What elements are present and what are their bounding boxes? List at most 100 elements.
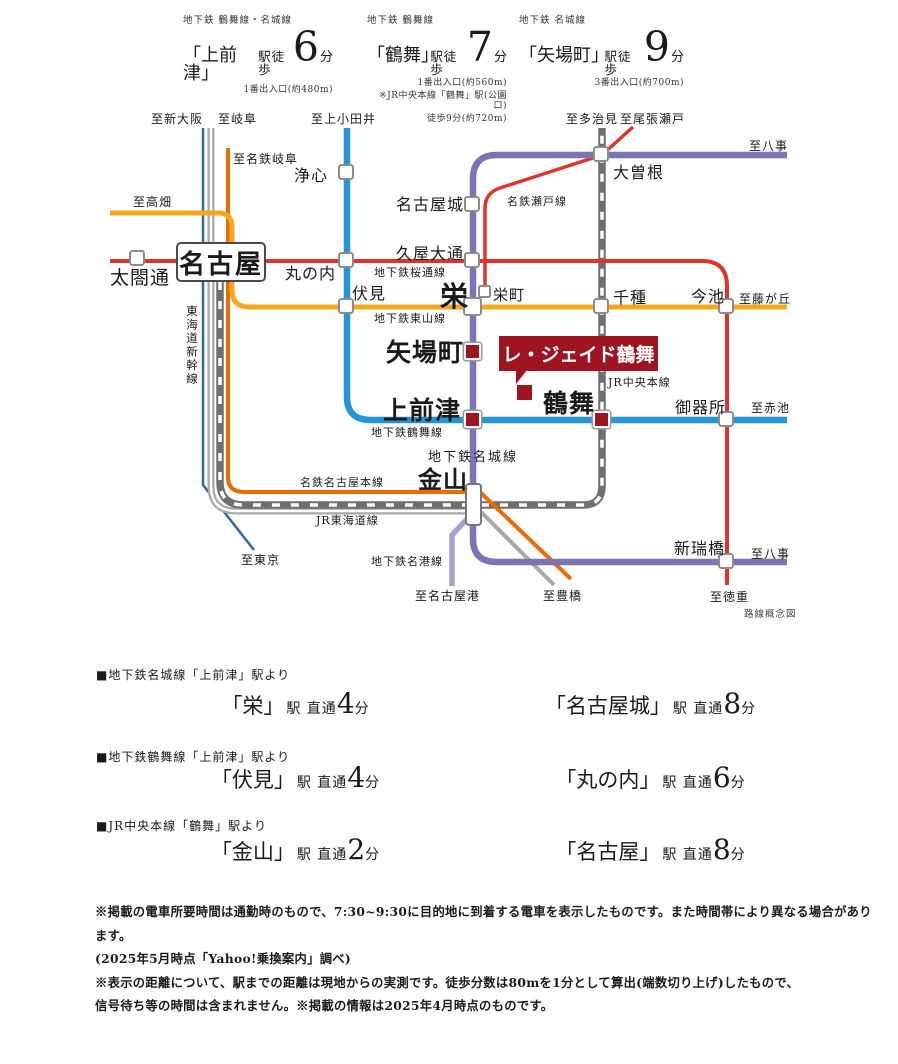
line-label-tokaido: JR東海道線	[316, 514, 379, 527]
footnote-line: ※掲載の電車所要時間は通勤時のもので、7:30~9:30に目的地に到着する電車を…	[95, 904, 872, 943]
commute-minutes: 8	[723, 687, 742, 720]
footnotes: ※掲載の電車所要時間は通勤時のもので、7:30~9:30に目的地に到着する電車を…	[95, 900, 880, 1018]
station-marker-aratamabashi	[718, 553, 734, 569]
station-label-marunouchi: 丸の内	[285, 264, 337, 283]
jr-tokaido-toyohashi	[479, 510, 556, 587]
station-marker-imaike	[718, 298, 734, 314]
commute-unit: 分	[365, 775, 380, 791]
commute-label: 駅 直通	[672, 701, 724, 717]
property-callout: レ・ジェイド鶴舞	[499, 336, 658, 371]
commute-unit: 分	[730, 847, 745, 863]
access-line-name: 地下鉄 鶴舞線・名城線	[183, 15, 293, 26]
station-marker-sakaemachi	[478, 285, 491, 298]
terminal-takabata: 至高畑	[133, 195, 173, 209]
station-marker-hisayaodori	[464, 252, 480, 268]
station-label-fushimi: 伏見	[352, 284, 387, 303]
station-marker-ozone	[593, 146, 609, 162]
access-station: 「鶴舞」	[367, 45, 439, 66]
access-block-tsurumai: 地下鉄 鶴舞線 「鶴舞」 駅徒歩 7 分 1番出入口(約560m) ※JR中央本…	[367, 12, 507, 124]
access-minutes-unit: 分	[493, 50, 507, 65]
station-marker-gokiso	[718, 411, 734, 427]
property-location-marker	[517, 385, 532, 400]
commute-label: 駅 直通	[296, 775, 348, 791]
footnote-line: (2025年5月時点「Yahoo!乗換案内」調べ)	[95, 951, 352, 966]
terminal-gifu: 至岐阜	[218, 112, 258, 126]
access-minutes-unit: 分	[319, 50, 333, 65]
access-walk-label: 駅徒歩	[604, 49, 632, 77]
commute-minutes: 4	[336, 687, 355, 720]
terminal-owari-seto: 至尾張瀬戸	[620, 112, 686, 126]
meiko-line	[449, 514, 472, 586]
access-block-kamimaezu: 地下鉄 鶴舞線・名城線 「上前津」 駅徒歩 6 分 1番出入口(約480m)	[183, 12, 333, 96]
line-label-meitetsu: 名鉄名古屋本線	[300, 476, 384, 489]
access-minutes-unit: 分	[670, 50, 684, 65]
commute-heading-meijo: ■地下鉄名城線「上前津」駅より	[96, 668, 291, 682]
meitetsu-line	[226, 148, 466, 494]
station-marker-yabacho	[464, 343, 481, 360]
map-caption: 路線概念図	[744, 609, 797, 620]
commute-label: 駅 直通	[662, 775, 713, 791]
terminal-tokyo: 至東京	[241, 553, 281, 567]
station-label-aratamabashi: 新瑞橋	[674, 539, 726, 558]
terminal-toyohashi: 至豊橋	[543, 589, 583, 603]
access-note: 1番出入口(約480m)	[243, 85, 333, 95]
terminal-shin-osaka: 至新大阪	[151, 112, 204, 126]
commute-heading-tsurumai: ■地下鉄鶴舞線「上前津」駅より	[96, 750, 291, 764]
station-label-hisayaodori: 久屋大通	[396, 244, 465, 263]
commute-label: 駅 直通	[296, 847, 348, 863]
commute-item: 「名古屋城」 駅 直通 8 分	[515, 690, 785, 718]
commute-minutes: 4	[347, 761, 366, 794]
station-label-gokiso: 御器所	[675, 398, 727, 417]
station-marker-fushimi	[338, 298, 354, 314]
commute-unit: 分	[730, 775, 745, 791]
terminal-nagoyako: 至名古屋港	[415, 589, 481, 603]
station-label-nagoyajo: 名古屋城	[396, 195, 465, 214]
commute-heading-chuo: ■JR中央本線「鶴舞」駅より	[96, 819, 267, 833]
commute-item: 「栄」 駅 直通 4 分	[175, 690, 415, 718]
jr-chuo-line-dashes	[481, 128, 604, 507]
commute-unit: 分	[365, 847, 380, 863]
commute-station: 「栄」	[221, 694, 285, 718]
commute-station: 「丸の内」	[555, 768, 661, 792]
station-marker-marunouchi	[338, 252, 354, 268]
commute-station: 「名古屋」	[555, 840, 661, 864]
access-minutes: 7	[466, 23, 493, 71]
commute-unit: 分	[741, 701, 756, 717]
station-label-ozone: 大曽根	[613, 163, 665, 182]
access-walk-label: 駅徒歩	[258, 49, 286, 77]
commute-minutes: 2	[347, 833, 366, 866]
jr-line-south	[216, 282, 466, 509]
access-station: 「上前津」	[183, 45, 237, 84]
station-box-nagoya: 名古屋	[176, 242, 266, 282]
commute-item: 「伏見」 駅 直通 4 分	[175, 764, 415, 792]
commute-station: 「伏見」	[210, 768, 295, 792]
station-label-joshin: 浄心	[294, 166, 329, 185]
station-marker-tsurumai	[593, 411, 610, 428]
commute-minutes: 8	[712, 833, 731, 866]
line-label-seto: 名鉄瀬戸線	[507, 195, 567, 208]
station-marker-kamimaezu	[464, 411, 481, 428]
access-note: ※JR中央本線「鶴舞」駅(公園口)	[379, 90, 507, 112]
commute-minutes: 6	[712, 761, 731, 794]
terminal-meitetsu-gifu: 至名鉄岐阜	[233, 152, 299, 166]
station-marker-nagoyajo	[464, 196, 480, 212]
station-marker-taikodori	[129, 250, 145, 266]
line-label-higashiyama: 地下鉄東山線	[374, 312, 446, 325]
station-label-sakaemachi: 栄町	[493, 286, 526, 304]
terminal-yagoto-top: 至八事	[749, 139, 789, 153]
terminal-fujigaoka: 至藤が丘	[739, 292, 792, 306]
access-note: 徒歩9分(約720m)	[427, 113, 507, 124]
access-station: 「矢場町」	[519, 45, 609, 66]
terminal-akaike: 至赤池	[751, 401, 791, 415]
access-line-name: 地下鉄 鶴舞線	[367, 15, 435, 26]
access-walk-time: 「鶴舞」 駅徒歩 7 分	[367, 27, 507, 76]
station-label-taikodori: 太閤通	[110, 267, 171, 289]
access-line-name: 地下鉄 名城線	[519, 15, 587, 26]
commute-station: 「金山」	[210, 840, 295, 864]
terminal-kamiotai: 至上小田井	[311, 112, 377, 126]
commute-unit: 分	[354, 701, 369, 717]
line-label-tsurumai: 地下鉄鶴舞線	[371, 426, 443, 439]
terminal-tokushige: 至徳重	[710, 590, 750, 604]
station-label-kanayama: 金山	[418, 465, 468, 494]
